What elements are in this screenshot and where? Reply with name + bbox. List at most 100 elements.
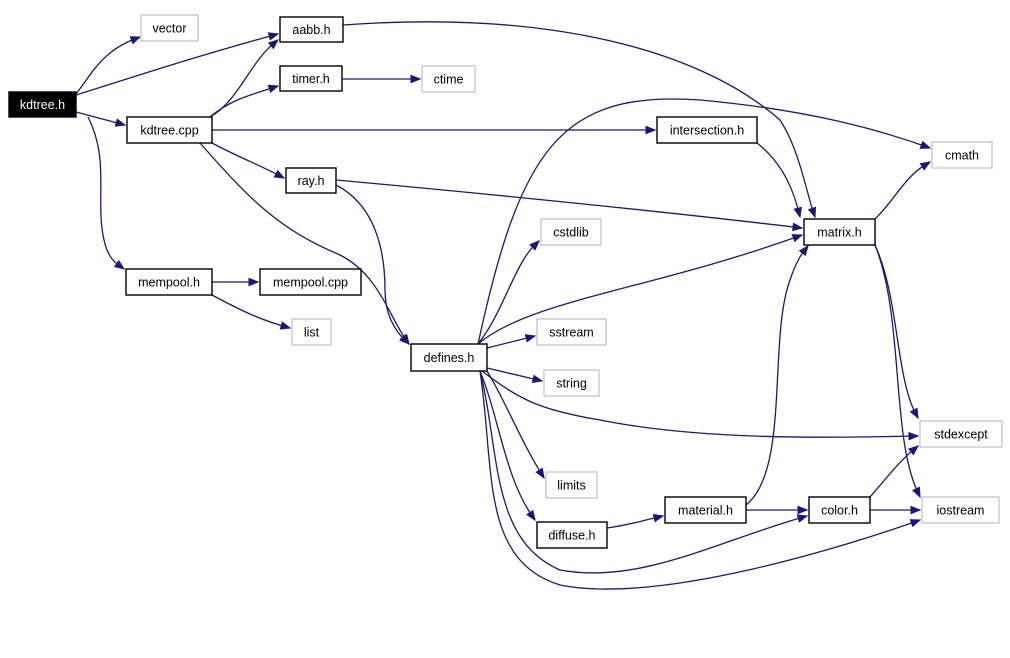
edge-matrix-h-to-iostream-arrowhead: [912, 486, 921, 499]
node-mempool-h[interactable]: mempool.h: [125, 268, 213, 296]
edge-defines-h-to-iostream-arrowhead: [909, 519, 922, 528]
node-box: [545, 471, 598, 499]
edge-kdtree-cpp-to-timer-h-arrowhead: [267, 84, 280, 94]
node-box: [285, 167, 337, 194]
node-label: kdtree.cpp: [140, 124, 198, 138]
edge-defines-h-to-sstream-arrowhead: [524, 334, 537, 343]
node-box: [540, 218, 602, 246]
node-box: [421, 65, 476, 93]
node-list[interactable]: list: [291, 318, 332, 346]
edge-defines-h-to-iostream: [479, 370, 921, 590]
node-cmath[interactable]: cmath: [931, 141, 993, 169]
node-material-h[interactable]: material.h: [664, 496, 747, 524]
node-label: cmath: [945, 149, 979, 163]
node-box: [279, 16, 344, 43]
edge-mempool-h-to-list-arrowhead: [279, 321, 292, 330]
node-box: [126, 116, 213, 144]
node-iostream[interactable]: iostream: [921, 496, 1000, 524]
edge-kdtree-h-to-mempool-h-arrowhead: [113, 259, 126, 270]
node-box: [919, 420, 1003, 448]
node-label: mempool.h: [138, 276, 200, 290]
node-label: diffuse.h: [548, 529, 595, 543]
edge-material-h-to-matrix-h: [745, 245, 809, 506]
node-label: stdexcept: [934, 428, 988, 442]
node-box: [921, 496, 1000, 524]
node-color-h[interactable]: color.h: [808, 496, 871, 524]
edge-layer: [74, 21, 932, 590]
node-label: color.h: [821, 504, 858, 518]
node-label: ray.h: [298, 174, 325, 188]
edge-ray-h-to-matrix-h: [335, 179, 803, 229]
node-ctime[interactable]: ctime: [421, 65, 476, 93]
node-box: [125, 268, 213, 296]
node-kdtree-cpp[interactable]: kdtree.cpp: [126, 116, 213, 144]
node-limits[interactable]: limits: [545, 471, 598, 499]
node-box: [536, 521, 608, 549]
node-vector[interactable]: vector: [140, 14, 199, 42]
node-intersection-h[interactable]: intersection.h: [656, 116, 758, 144]
node-sstream[interactable]: sstream: [536, 318, 607, 346]
node-string[interactable]: string: [543, 369, 600, 397]
edge-material-h-to-color-h-arrowhead: [797, 505, 809, 515]
edge-kdtree-h-to-aabb-h: [75, 33, 279, 96]
edge-matrix-h-to-cmath-arrowhead: [919, 161, 932, 171]
node-label: cstdlib: [553, 226, 588, 240]
edge-kdtree-h-to-mempool-h: [87, 116, 125, 270]
node-ray-h[interactable]: ray.h: [285, 167, 337, 194]
node-label: limits: [557, 479, 585, 493]
edge-ray-h-to-defines-h: [335, 184, 410, 345]
node-label: aabb.h: [292, 23, 330, 37]
node-layer: kdtree.h vector aabb.h timer.h ctime kdtree.c…: [8, 14, 1003, 549]
edge-defines-h-to-diffuse-h-arrowhead: [526, 509, 536, 522]
edge-defines-h-to-cmath: [477, 98, 931, 345]
edge-kdtree-cpp-to-ray-h: [211, 142, 285, 179]
edge-diffuse-h-to-material-h-arrowhead: [652, 513, 665, 523]
node-box: [931, 141, 993, 169]
edge-kdtree-cpp-to-aabb-h: [209, 39, 279, 118]
node-timer-h[interactable]: timer.h: [279, 65, 343, 92]
node-kdtree-h[interactable]: kdtree.h: [8, 91, 77, 118]
edge-defines-h-to-cstdlib: [477, 240, 540, 345]
node-aabb-h[interactable]: aabb.h: [279, 16, 344, 43]
node-label: iostream: [937, 504, 985, 518]
edge-intersection-h-to-matrix-h: [756, 142, 801, 218]
node-box: [410, 343, 488, 372]
node-label: material.h: [678, 504, 733, 518]
edge-kdtree-cpp-to-ray-h-arrowhead: [273, 169, 286, 179]
node-diffuse-h[interactable]: diffuse.h: [536, 521, 608, 549]
node-box: [536, 318, 607, 346]
node-label: vector: [152, 22, 186, 36]
node-box: [8, 91, 77, 118]
node-matrix-h[interactable]: matrix.h: [803, 218, 876, 246]
node-label: sstream: [549, 326, 593, 340]
node-label: timer.h: [292, 72, 330, 86]
node-label: string: [556, 377, 587, 391]
node-defines-h[interactable]: defines.h: [410, 343, 488, 372]
edge-mempool-h-to-list: [211, 294, 291, 329]
edge-intersection-h-to-matrix-h-arrowhead: [793, 206, 802, 219]
edge-defines-h-to-limits: [486, 370, 545, 479]
edge-kdtree-cpp-to-timer-h: [209, 85, 279, 118]
edge-defines-h-to-cmath-arrowhead: [919, 140, 932, 149]
edge-kdtree-h-to-kdtree-cpp-arrowhead: [114, 118, 127, 127]
node-label: ctime: [434, 73, 464, 87]
edge-ray-h-to-defines-h-arrowhead: [399, 334, 410, 345]
edge-timer-h-to-ctime-arrowhead: [410, 74, 422, 84]
node-stdexcept[interactable]: stdexcept: [919, 420, 1003, 448]
node-box: [291, 318, 332, 346]
node-mempool-cpp[interactable]: mempool.cpp: [259, 268, 362, 296]
edge-defines-h-to-string-arrowhead: [531, 374, 544, 384]
edge-matrix-h-to-stdexcept-arrowhead: [909, 407, 919, 420]
node-box: [543, 369, 600, 397]
edge-matrix-h-to-cmath: [874, 161, 931, 220]
edge-aabb-h-to-matrix-h-arrowhead: [807, 206, 817, 219]
edge-ray-h-to-matrix-h-arrowhead: [792, 222, 804, 232]
node-box: [259, 268, 362, 296]
edge-defines-h-to-stdexcept: [481, 370, 919, 438]
node-box: [803, 218, 876, 246]
edge-defines-h-to-stdexcept-arrowhead: [908, 431, 920, 441]
node-cstdlib[interactable]: cstdlib: [540, 218, 602, 246]
edge-defines-h-to-color-h: [479, 370, 808, 574]
node-box: [808, 496, 871, 524]
